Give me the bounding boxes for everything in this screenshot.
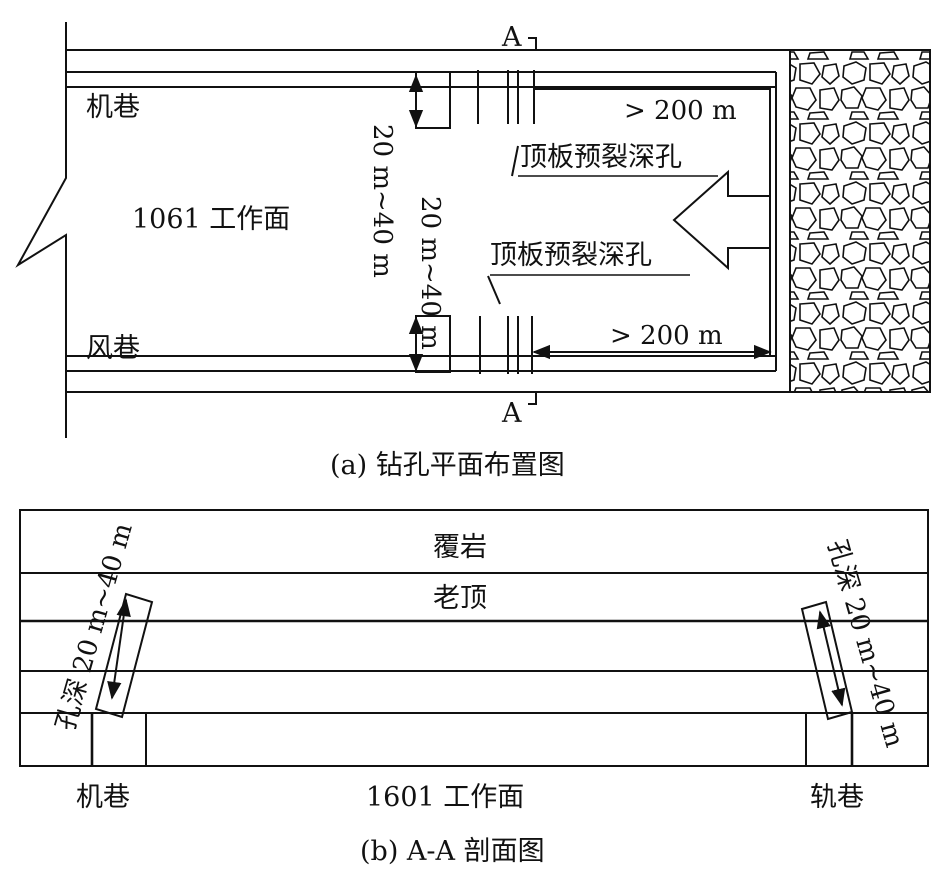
spacing-label-2: 20 m~40 m [415,196,445,350]
borehole-left [94,592,154,719]
svg-text:A: A [501,398,522,429]
hole-label-2: 顶板预裂深孔 [490,240,652,271]
advance-direction-arrow [672,169,770,271]
overburden-label: 覆岩 [433,532,487,563]
borehole-right [800,600,854,721]
caption-b: (b) A-A 剖面图 [360,836,545,867]
plan-left-boundary-break [15,22,67,438]
hole-label-1: 顶板预裂深孔 [520,142,682,173]
depth-label-right: 孔深 20 m~40 m [821,537,909,751]
gob-caved-rock [789,49,931,393]
spacing-label-1: 20 m~40 m [367,124,397,278]
main-roof-label: 老顶 [433,583,487,614]
hole-lines-top [477,70,535,124]
hole-lines-bottom [479,316,533,374]
face-label: 1061 工作面 [132,204,290,235]
drill-site-top [415,71,451,129]
main-gate-label-b: 机巷 [76,782,130,813]
main-gate-label: 机巷 [86,92,140,123]
caption-a: (a) 钻孔平面布置图 [330,450,565,481]
tail-gate-label: 风巷 [86,333,140,364]
leader-line-2 [487,275,501,305]
section-view: 覆岩 老顶 孔深 20 m~40 m 孔深 20 m~40 m 机巷 1601 … [19,509,929,867]
plan-view: A A [15,22,931,481]
svg-text:A: A [501,22,522,53]
rail-gate-label: 轨巷 [810,782,864,813]
section-mark-bottom: A [501,392,537,429]
face-label-b: 1601 工作面 [366,782,524,813]
section-frame [19,509,929,767]
distance-label-top: > 200 m [624,96,737,126]
leader-line-1 [511,145,519,177]
distance-label-bottom: > 200 m [610,321,723,351]
section-mark-top: A [501,22,537,53]
